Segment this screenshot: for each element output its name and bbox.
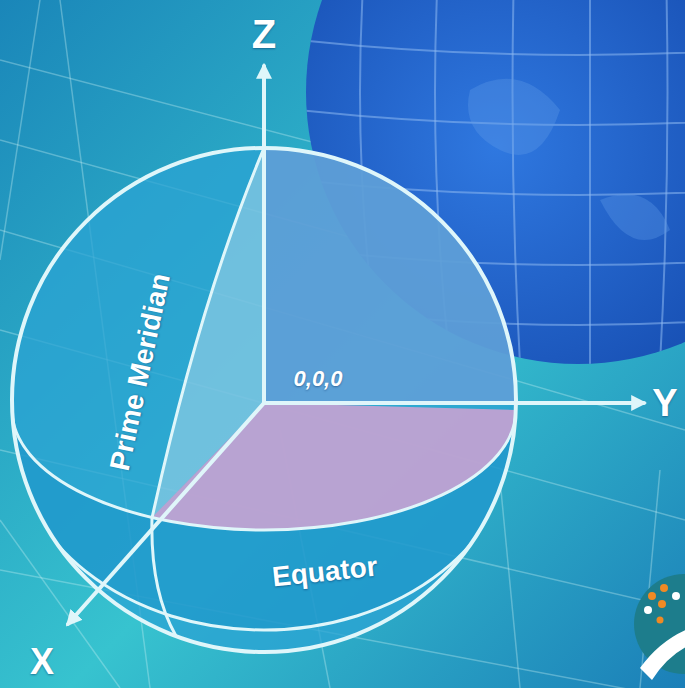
logo-swoosh	[640, 628, 685, 680]
upper-quadrant	[264, 148, 516, 403]
meridian-label: Prime Meridian	[105, 271, 174, 473]
prime-meridian-line	[152, 148, 264, 636]
axis-label: X	[30, 644, 54, 680]
equator-band	[12, 410, 516, 630]
axis-label: Z	[252, 14, 276, 54]
globe-land	[468, 79, 670, 240]
axis-label: Y	[652, 384, 677, 422]
z-axis	[262, 66, 266, 403]
logo	[634, 574, 685, 680]
axes	[68, 66, 644, 624]
equator-label: Equator	[271, 553, 379, 592]
equator-line	[12, 410, 516, 530]
y-axis	[264, 401, 644, 405]
x-axis	[68, 403, 264, 624]
origin-label: 0,0,0	[294, 368, 343, 390]
